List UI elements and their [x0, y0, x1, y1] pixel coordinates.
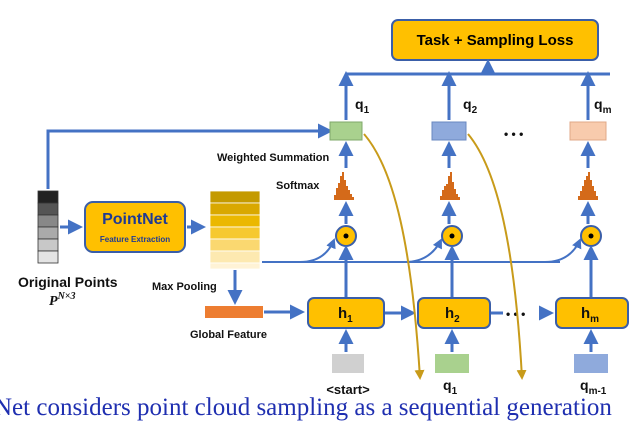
qm1-input-box — [574, 354, 608, 373]
softmax-histogram-1 — [334, 172, 354, 200]
h2-label: h2 — [445, 305, 460, 325]
step-m-column: qm hm qm-1 — [555, 96, 629, 397]
step-2-column: q2 h2 q1 — [417, 96, 491, 397]
global-feature-label: Global Feature — [190, 329, 267, 341]
softmax-histogram-2 — [440, 172, 460, 200]
start-token-label: <start> — [326, 382, 370, 397]
feature-stack — [209, 190, 261, 270]
q1-output-label: q1 — [355, 96, 370, 116]
h2-box — [417, 297, 491, 329]
hm-label: hm — [581, 305, 599, 325]
q1-input-label: q1 — [443, 377, 458, 397]
softmax-label: Softmax — [276, 180, 320, 192]
pointnet-box — [84, 201, 186, 253]
original-points-stack — [37, 190, 59, 264]
figure-caption: Net considers point cloud sampling as a … — [0, 394, 612, 421]
qm1-input-label: qm-1 — [580, 377, 607, 397]
h1-label: h1 — [338, 305, 353, 325]
ellipsis-output: • • • — [504, 127, 523, 141]
max-pooling-label: Max Pooling — [152, 281, 217, 293]
points-to-q1-arrow — [46, 123, 333, 235]
start-token-box — [332, 354, 364, 373]
q2-output-label: q2 — [463, 96, 478, 116]
softmax-histogram-m — [578, 172, 598, 200]
ellipsis-hidden: • • • — [506, 307, 525, 321]
pointnet-subtitle: Feature Extraction — [100, 235, 170, 244]
weighted-summation-label: Weighted Summation — [217, 152, 330, 164]
feedback-curves — [363, 133, 527, 380]
hm-box — [555, 297, 629, 329]
q1-input-box — [435, 354, 469, 373]
qm-output-box — [569, 121, 607, 141]
qm-output-label: qm — [594, 96, 612, 116]
q1-output-box — [329, 121, 363, 141]
loss-box-label: Task + Sampling Loss — [417, 32, 574, 49]
features-bus — [262, 238, 582, 263]
original-points-label: Original Points — [18, 274, 118, 290]
step-1-column: q1 h1 <start> — [307, 96, 385, 397]
h1-box — [307, 297, 385, 329]
loss-bus — [338, 59, 610, 120]
original-points-math: PN×3 — [49, 291, 75, 309]
global-feature-bar — [205, 306, 263, 318]
q2-output-box — [431, 121, 467, 141]
pointnet-title: PointNet — [102, 211, 168, 228]
